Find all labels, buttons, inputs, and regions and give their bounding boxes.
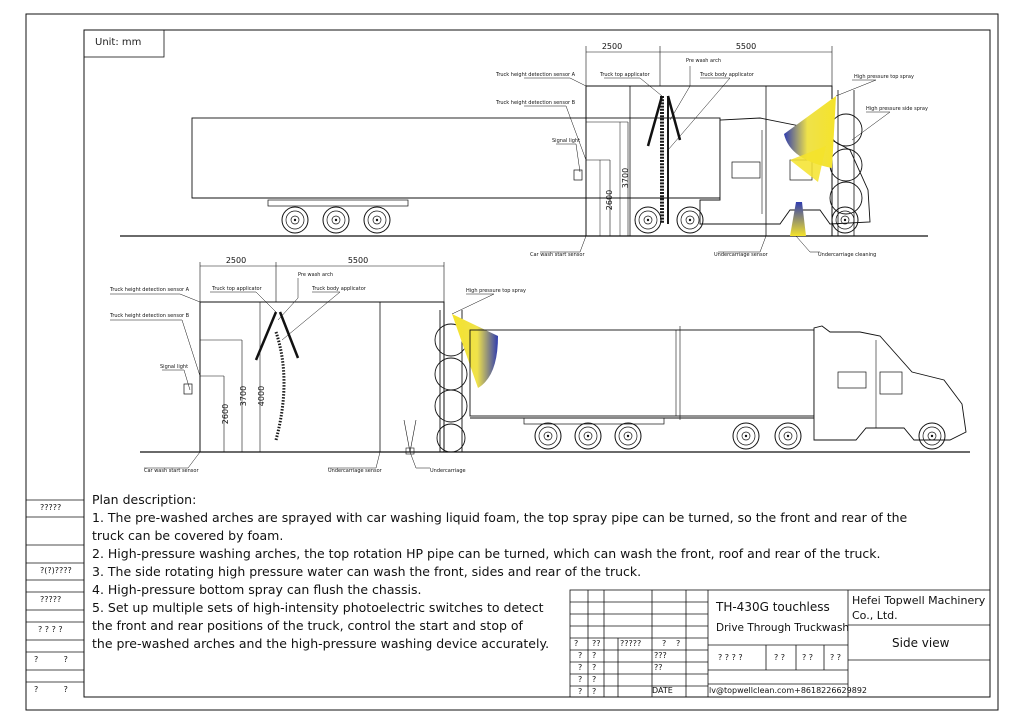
lower-label-hp-top-spray: High pressure top spray [466, 288, 526, 294]
upper-wash-arches [585, 85, 863, 237]
contact-info: lv@topwellclean.com+8618226629892 [709, 686, 867, 695]
plan-line-1: 1. The pre-washed arches are sprayed wit… [92, 510, 908, 525]
lower-label-top-applicator: Truck top applicator [211, 286, 263, 292]
tb-q1c: ????? [620, 639, 642, 648]
lower-trailer [469, 326, 815, 450]
dim-lower-2600: 2600 [221, 404, 230, 424]
tb-q2b: ? [592, 651, 597, 660]
upper-tractor [634, 117, 871, 234]
unit-label: Unit: mm [95, 37, 142, 48]
lower-dimensions: 2500 5500 2600 3700 4000 [199, 256, 445, 424]
tb-qr4: ? ? [830, 653, 842, 662]
dim-upper-5500: 5500 [736, 42, 756, 51]
upper-label-body-applicator: Truck body applicator [699, 72, 755, 78]
tb-q1d: ? [662, 639, 667, 648]
title-block-grid [569, 589, 991, 698]
side-cell-5: ? ? [34, 655, 68, 664]
company-line-2: Co., Ltd. [852, 609, 898, 622]
tb-q1a: ? [574, 639, 579, 648]
lower-truck-layout: 2500 5500 2600 3700 4000 Truck height de… [109, 256, 970, 474]
drawing-frame [25, 13, 999, 711]
plan-line-8: the pre-washed arches and the high-press… [92, 636, 550, 651]
lower-label-pre-wash-arch: Pre wash arch [298, 272, 333, 278]
dim-lower-3700: 3700 [239, 386, 248, 406]
upper-truck-layout: 2500 5500 2600 3700 Truck height detecti… [120, 42, 928, 258]
date-label: DATE [652, 686, 673, 695]
dim-lower-4000: 4000 [257, 386, 266, 406]
tb-qr3: ? ? [802, 653, 814, 662]
lower-wash-arches [199, 301, 498, 455]
plan-line-2: truck can be covered by foam. [92, 528, 284, 543]
upper-label-undercarriage-cleaning: Undercarriage cleaning [818, 252, 876, 258]
upper-label-start-sensor: Car wash start sensor [530, 252, 585, 258]
lower-label-body-applicator: Truck body applicator [311, 286, 367, 292]
plan-line-5: 4. High-pressure bottom spray can flush … [92, 582, 422, 597]
plan-line-3: 2. High-pressure washing arches, the top… [92, 546, 881, 561]
side-cell-3: ????? [40, 595, 62, 604]
lower-tractor [732, 325, 967, 450]
side-cell-2: ?(?)???? [40, 566, 72, 575]
lower-label-signal-light: Signal light [160, 364, 188, 370]
tb-q5b: ? [592, 687, 597, 696]
model-line-1: TH-430G touchless [716, 600, 830, 614]
upper-label-signal-light: Signal light [552, 138, 580, 144]
lower-label-sensor-a: Truck height detection sensor A [109, 287, 190, 293]
dim-lower-2500: 2500 [226, 256, 246, 265]
tb-q1b: ?? [592, 639, 601, 648]
view-label: Side view [892, 636, 950, 650]
model-line-2: Drive Through Truckwash [716, 622, 850, 634]
plan-line-7: the front and rear positions of the truc… [92, 618, 523, 633]
company-line-1: Hefei Topwell Machinery [852, 594, 986, 607]
dim-upper-2500: 2500 [602, 42, 622, 51]
upper-label-top-applicator: Truck top applicator [599, 72, 651, 78]
plan-line-4: 3. The side rotating high pressure water… [92, 564, 642, 579]
side-cell-1: ????? [40, 503, 62, 512]
side-cell-6: ? ? [34, 685, 68, 694]
lower-label-undercarriage: Undercarriage [430, 468, 466, 474]
lower-leaders [110, 278, 495, 469]
tb-q2c: ??? [654, 651, 667, 660]
dim-lower-5500: 5500 [348, 256, 368, 265]
tb-qr2: ? ? [774, 653, 786, 662]
tb-q1e: ? [676, 639, 681, 648]
tb-qr1: ? ? ? ? [718, 653, 743, 662]
plan-line-6: 5. Set up multiple sets of high-intensit… [92, 600, 544, 615]
upper-leaders [524, 66, 891, 253]
tb-q3b: ? [592, 663, 597, 672]
tb-q2a: ? [578, 651, 583, 660]
plan-title: Plan description: [92, 492, 197, 507]
upper-label-sensor-a: Truck height detection sensor A [495, 72, 576, 78]
plan-description: Plan description: 1. The pre-washed arch… [92, 491, 962, 653]
lower-label-start-sensor: Car wash start sensor [144, 468, 199, 474]
tb-q4b: ? [592, 675, 597, 684]
upper-label-undercarriage-sensor: Undercarriage sensor [714, 252, 769, 258]
upper-label-sensor-b: Truck height detection sensor B [495, 100, 576, 106]
upper-label-hp-side-spray: High pressure side spray [866, 106, 928, 112]
tb-q4a: ? [578, 675, 583, 684]
upper-label-pre-wash-arch: Pre wash arch [686, 58, 721, 64]
upper-trailer [191, 117, 721, 234]
lower-label-undercarriage-sensor: Undercarriage sensor [328, 468, 383, 474]
tb-q5a: ? [578, 687, 583, 696]
lower-label-sensor-b: Truck height detection sensor B [109, 313, 190, 319]
side-cell-4: ? ? ? ? [38, 625, 63, 634]
tb-q3c: ?? [654, 663, 663, 672]
dim-upper-2600: 2600 [605, 190, 614, 210]
upper-label-hp-top-spray: High pressure top spray [854, 74, 914, 80]
dim-upper-3700: 3700 [621, 168, 630, 188]
upper-dimensions: 2500 5500 2600 3700 [585, 42, 833, 236]
tb-q3a: ? [578, 663, 583, 672]
